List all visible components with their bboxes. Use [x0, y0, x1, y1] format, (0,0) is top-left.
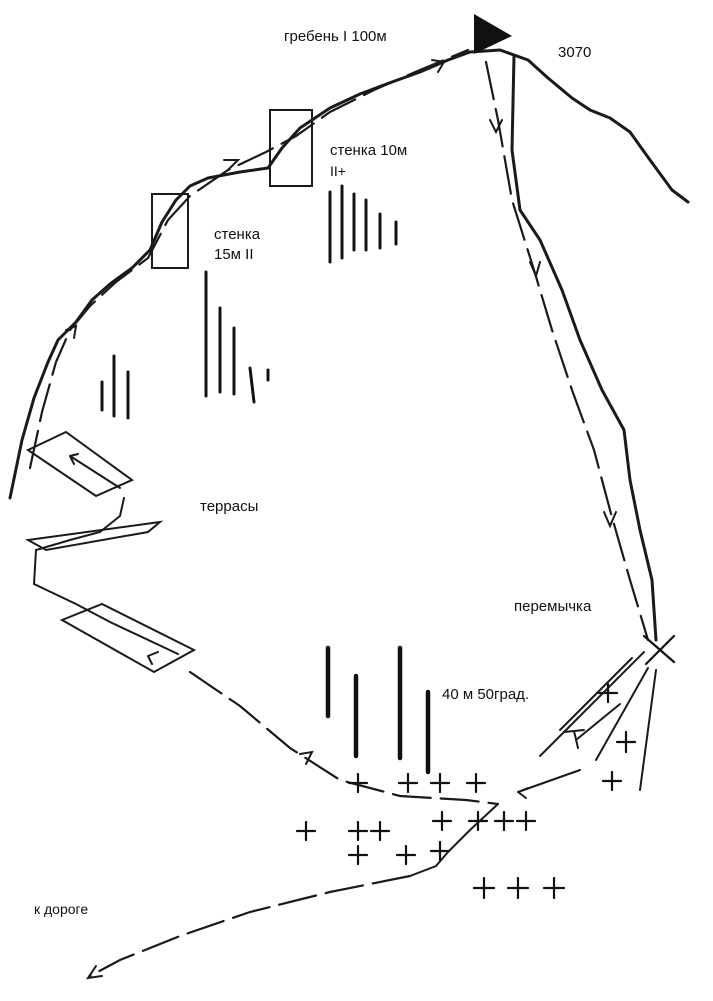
- scree-field: [295, 682, 637, 900]
- route-arrow-icon: [603, 511, 617, 529]
- descent-to-road: [88, 874, 412, 978]
- ridge-label: гребень I 100м: [284, 28, 387, 45]
- summit-flag-icon: [474, 14, 512, 54]
- route-arrow-icon: [85, 965, 103, 980]
- gully-lines: [539, 651, 657, 791]
- terrace-route: [69, 453, 121, 489]
- lower-route: [188, 670, 500, 806]
- rock-hatch-icon: [100, 354, 130, 420]
- wall-10m-box: [269, 109, 313, 187]
- saddle-x-icon: [642, 634, 676, 666]
- route-arrow-icon: [299, 750, 314, 765]
- terrace-lower: [59, 602, 197, 674]
- summit-height-label: 3070: [558, 44, 592, 61]
- wall-10m-label: стенка 10м: [330, 142, 408, 159]
- route-arrow-icon: [65, 324, 78, 339]
- rock-hatch-icon: [325, 645, 431, 775]
- anchor-t-icon: [563, 729, 585, 749]
- scree-route: [409, 803, 499, 877]
- scree-cross-icon: [295, 682, 637, 900]
- descent-ridge-line: [510, 54, 658, 642]
- rock-hatch-icon: [204, 270, 270, 404]
- main-ridge-line: [8, 48, 690, 500]
- saddle-label: перемычка: [514, 598, 592, 615]
- terraces-label: террасы: [200, 498, 259, 515]
- to-road-label: к дороге: [34, 901, 89, 917]
- saddle-descent-arrow: [517, 769, 581, 799]
- route-arrow-icon: [223, 159, 241, 171]
- wall-10m-grade-label: II+: [330, 163, 346, 179]
- wall-15m-label-line2: 15м II: [214, 246, 254, 263]
- terrace-route: [33, 497, 125, 585]
- descent-route: [484, 60, 650, 642]
- route-arrow-icon: [529, 261, 541, 279]
- route-arrow-icon: [489, 119, 503, 135]
- wall-15m-label-line1: стенка: [214, 226, 261, 243]
- rock-hatch-icon: [328, 184, 398, 264]
- slope-label: 40 м 50град.: [442, 686, 530, 703]
- terrace-route: [33, 583, 179, 665]
- terrace-middle: [24, 520, 164, 552]
- wall-15m-box: [151, 193, 189, 269]
- route-arrow-icon: [431, 59, 446, 73]
- ascent-route: [28, 48, 470, 470]
- terrace-upper: [25, 430, 134, 498]
